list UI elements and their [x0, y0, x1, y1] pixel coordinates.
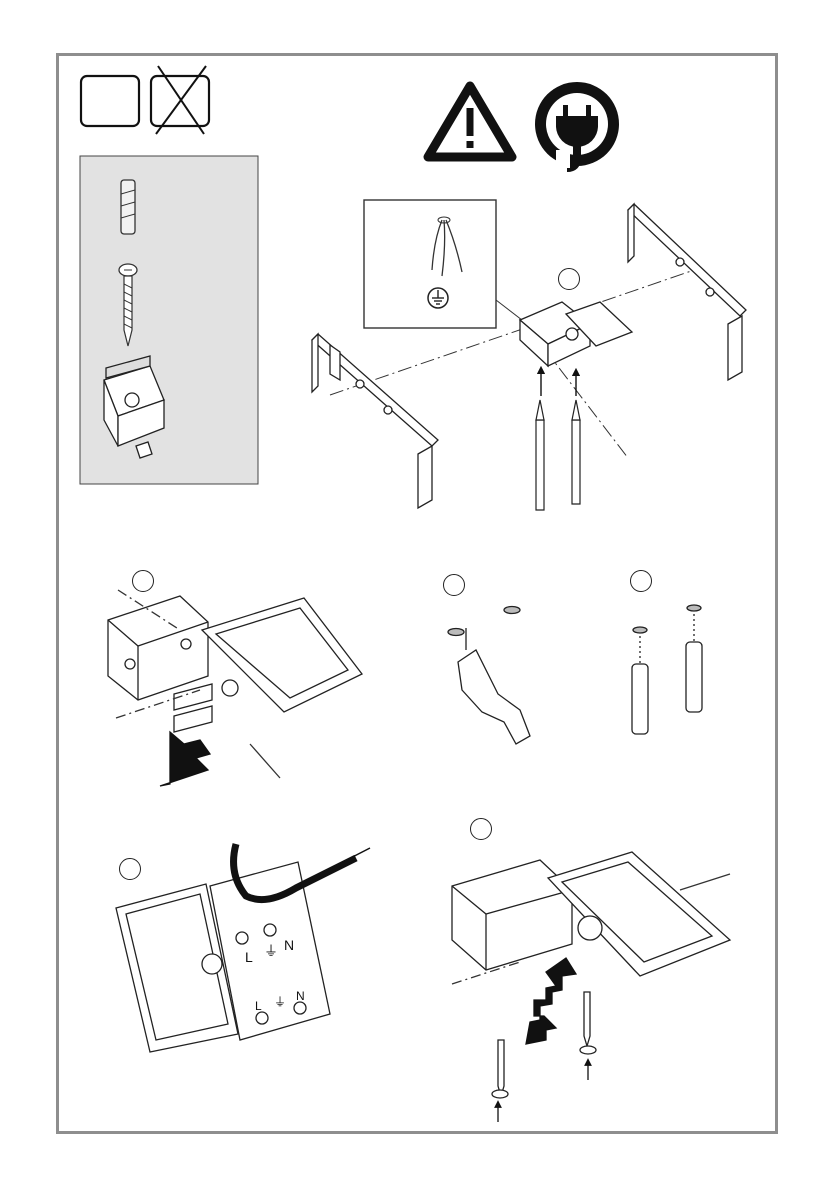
step3-illustration [448, 607, 530, 745]
parts-panel [80, 156, 258, 484]
terminal-label-earth: ⏚ [264, 943, 278, 959]
terminal-label-live: L [245, 949, 253, 965]
step-number-4 [630, 570, 652, 592]
step-number-3 [443, 574, 465, 596]
wall-plug-part [121, 180, 135, 234]
step-number-1 [558, 268, 580, 290]
step4-illustration [632, 605, 702, 734]
terminal-label-neutral-lower: N [296, 989, 305, 1003]
terminal-label-neutral: N [284, 937, 294, 953]
crossed-box-icon [151, 66, 209, 134]
step-number-5 [119, 858, 141, 880]
unchecked-box-icon [81, 76, 139, 126]
terminal-label-live-lower: L [255, 999, 262, 1013]
step5-illustration: L ⏚ N L ⏚ N [116, 844, 370, 1052]
warning-triangle-icon [428, 86, 512, 157]
step2-illustration [108, 590, 362, 786]
step6-illustration [452, 852, 730, 1122]
step-number-6 [470, 818, 492, 840]
step-number-2 [132, 570, 154, 592]
power-plug-icon [535, 82, 619, 168]
step1-illustration [312, 200, 746, 510]
terminal-label-earth-lower: ⏚ [274, 995, 286, 1009]
